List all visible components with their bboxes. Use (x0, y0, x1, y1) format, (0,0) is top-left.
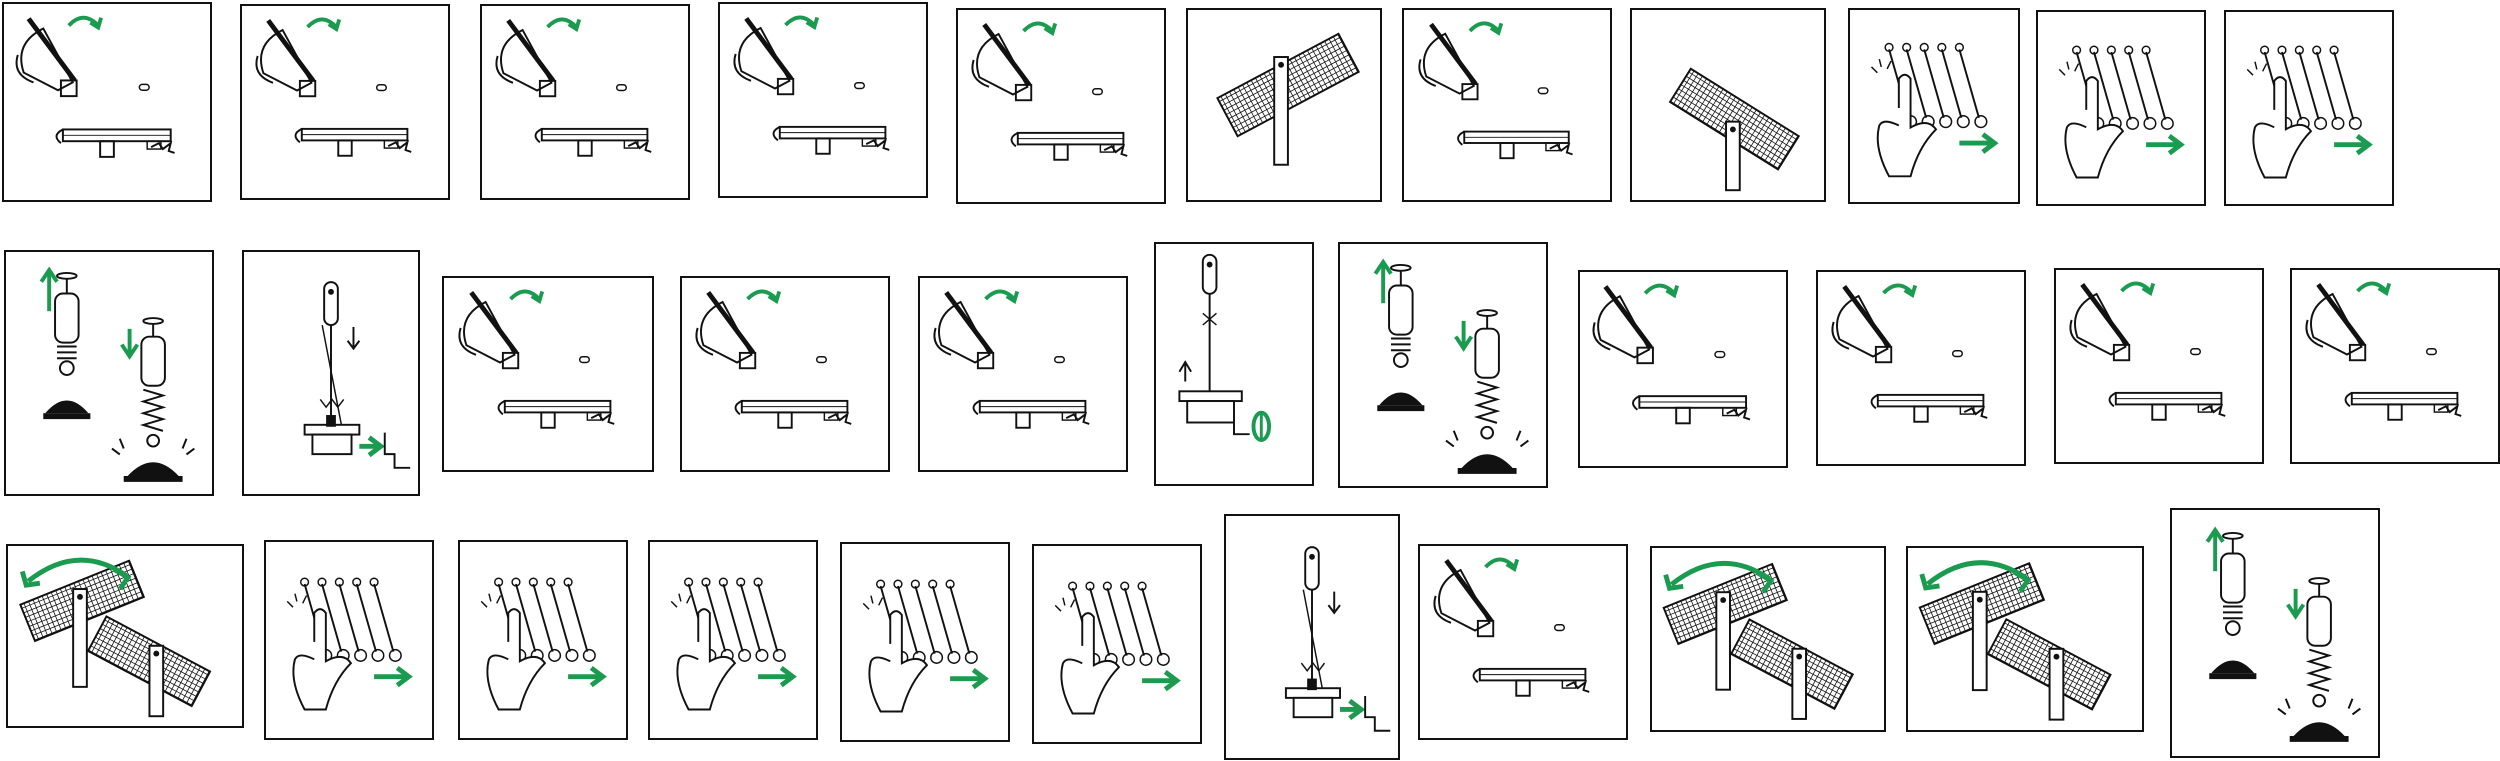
pictogram-panel (840, 542, 1010, 742)
pictogram-panel (458, 540, 628, 740)
pictogram-panel (1650, 546, 1886, 732)
pictogram-panel (1418, 544, 1628, 740)
pictogram-panel (264, 540, 434, 740)
pictogram-panel (4, 250, 214, 496)
pictogram-panel (1154, 242, 1314, 486)
pictogram-panel (1848, 8, 2020, 204)
pictogram-panel (718, 2, 928, 198)
pictogram-panel (242, 250, 420, 496)
pictogram-panel (1906, 546, 2144, 732)
pictogram-panel (1186, 8, 1382, 202)
pictogram-panel (648, 540, 818, 740)
pictogram-panel (1578, 270, 1788, 468)
pictogram-panel (1224, 514, 1400, 760)
pictogram-panel (2290, 268, 2500, 464)
pictogram-panel (2036, 10, 2206, 206)
pictogram-panel (2054, 268, 2264, 464)
pictogram-panel (6, 544, 244, 728)
pictogram-panel (2170, 508, 2380, 758)
pictogram-panel (480, 4, 690, 200)
pictogram-panel (2, 2, 212, 202)
pictogram-panel (918, 276, 1128, 472)
pictogram-panel (1338, 242, 1548, 488)
pictogram-panel (1816, 270, 2026, 466)
pictogram-panel (1402, 8, 1612, 202)
pictogram-panel (240, 4, 450, 200)
pictogram-panel (442, 276, 654, 472)
pictogram-panel (956, 8, 1166, 204)
pictogram-panel (2224, 10, 2394, 206)
pictogram-panel (1630, 8, 1826, 202)
pictogram-panel (680, 276, 890, 472)
pictogram-panel (1032, 544, 1202, 744)
